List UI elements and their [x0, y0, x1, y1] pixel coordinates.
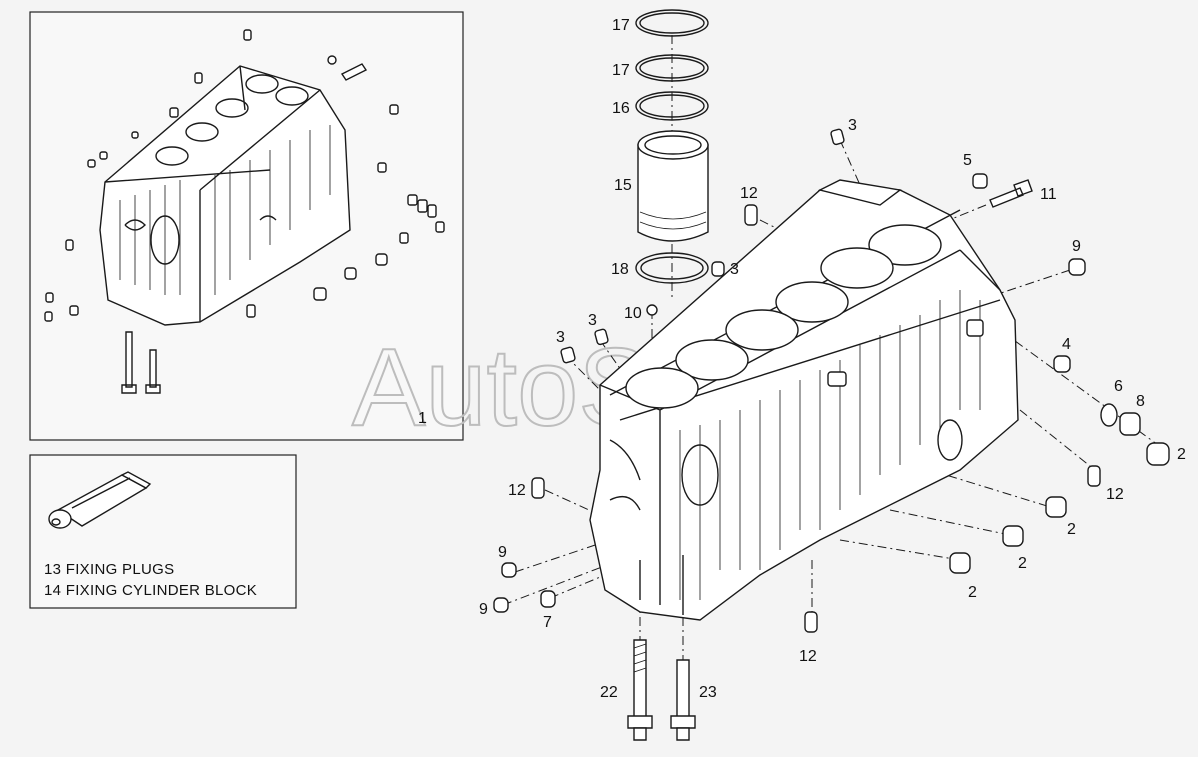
tools-inset-frame: [29, 454, 297, 609]
callout-3-left-a: 3: [588, 312, 597, 329]
callout-15: 15: [614, 177, 632, 194]
callout-2-c: 2: [968, 584, 977, 601]
callout-3-mid: 3: [730, 261, 739, 278]
fixing-tool-illustration: [48, 471, 152, 529]
callout-17-top: 17: [612, 17, 630, 34]
callout-10: 10: [624, 305, 642, 322]
callout-7: 7: [543, 614, 552, 631]
callout-12-top: 12: [740, 185, 758, 202]
callout-9-left-bottom: 9: [479, 601, 488, 618]
cylinder-block: [589, 179, 1019, 621]
callout-6: 6: [1114, 378, 1123, 395]
callout-12-left: 12: [508, 482, 526, 499]
callout-12-bottom: 12: [799, 648, 817, 665]
callout-16: 16: [612, 100, 630, 117]
overview-small-parts: [44, 29, 445, 394]
callout-2-a: 2: [1067, 521, 1076, 538]
overview-cylinder-block: [99, 65, 351, 326]
callout-5: 5: [963, 152, 972, 169]
callout-9-right: 9: [1072, 238, 1081, 255]
legend-item-14: 14 FIXING CYLINDER BLOCK: [44, 582, 257, 599]
legend-item-13: 13 FIXING PLUGS: [44, 561, 174, 578]
callout-9-left-top: 9: [498, 544, 507, 561]
callout-1: 1: [418, 410, 427, 427]
callout-2-far-right: 2: [1177, 446, 1186, 463]
callout-11: 11: [1040, 186, 1057, 203]
callout-2-b: 2: [1018, 555, 1027, 572]
callout-18: 18: [611, 261, 629, 278]
callout-3-left-b: 3: [556, 329, 565, 346]
piston-rings-and-liner: [635, 9, 709, 284]
callout-8: 8: [1136, 393, 1145, 410]
callout-12-right: 12: [1106, 486, 1124, 503]
callout-23: 23: [699, 684, 717, 701]
callout-22: 22: [600, 684, 618, 701]
callout-3-top: 3: [848, 117, 857, 134]
callout-4: 4: [1062, 336, 1071, 353]
callout-17-second: 17: [612, 62, 630, 79]
main-small-parts: [493, 128, 1170, 741]
